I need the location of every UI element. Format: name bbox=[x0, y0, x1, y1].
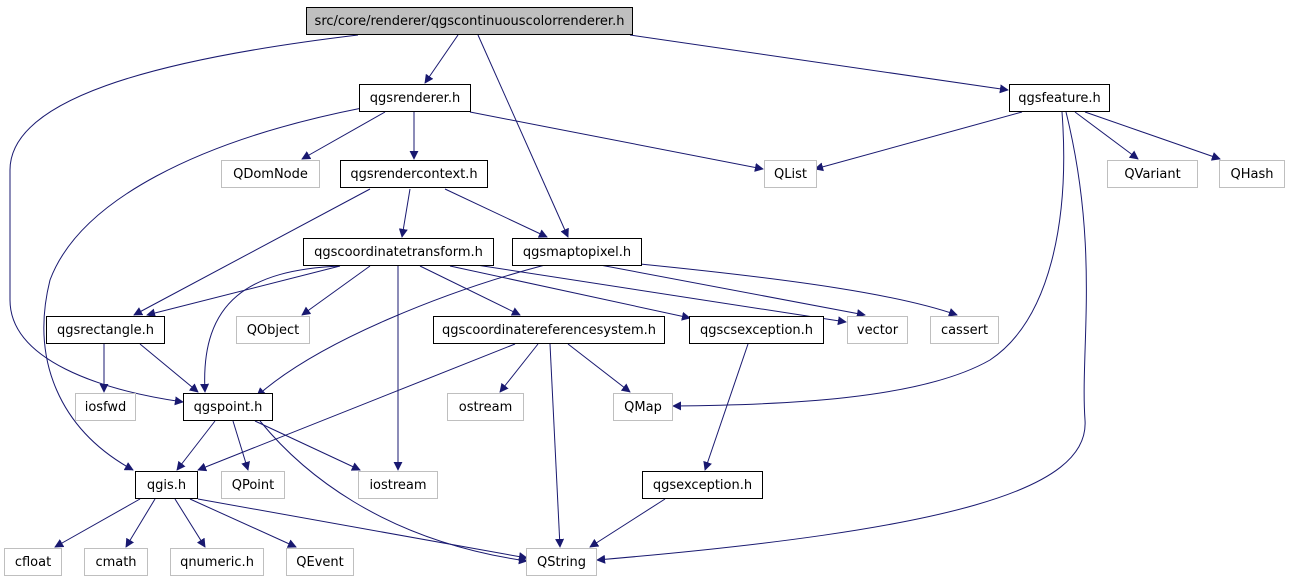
node-qnumeric[interactable]: qnumeric.h bbox=[170, 548, 264, 576]
edge-qgis-qstring bbox=[197, 498, 528, 561]
node-qgsfeature[interactable]: qgsfeature.h bbox=[1009, 84, 1110, 112]
edge-qgsrenderer-qdomnode bbox=[301, 111, 386, 160]
edge-qgsfeature-qmap bbox=[672, 111, 1065, 411]
edge-root-qgsfeature bbox=[629, 34, 1009, 94]
node-qobject[interactable]: QObject bbox=[236, 316, 310, 344]
node-qgis[interactable]: qgis.h bbox=[135, 471, 198, 499]
node-qgscsexception[interactable]: qgscsexception.h bbox=[689, 316, 824, 344]
edge-qgscoordinatetransform-qgspoint bbox=[200, 265, 341, 393]
node-qgsmaptopixel[interactable]: qgsmaptopixel.h bbox=[512, 238, 642, 266]
edge-root-qgspoint bbox=[9, 34, 359, 406]
node-cmath[interactable]: cmath bbox=[84, 548, 148, 576]
edge-qgsmaptopixel-cassert bbox=[639, 263, 958, 317]
node-qdomnode[interactable]: QDomNode bbox=[221, 160, 320, 188]
edge-qgsrectangle-qgspoint bbox=[139, 343, 199, 393]
edge-qgscrs-qgis bbox=[197, 343, 516, 472]
node-iosfwd[interactable]: iosfwd bbox=[75, 393, 136, 421]
edge-qgsrenderer-qgis bbox=[43, 107, 363, 471]
edge-qgis-cmath bbox=[125, 498, 156, 548]
edge-qgscoordinatetransform-vector bbox=[469, 263, 847, 326]
edge-qgis-qevent bbox=[189, 498, 297, 548]
edge-qgscoordinatetransform-qobject bbox=[301, 265, 371, 316]
edge-root-qgsmaptopixel bbox=[477, 34, 569, 238]
edge-qgspoint-qstring bbox=[259, 420, 528, 565]
edge-qgsfeature-qvariant bbox=[1074, 111, 1139, 160]
node-qpoint[interactable]: QPoint bbox=[221, 471, 285, 499]
edge-qgscsexception-qgsexception bbox=[703, 343, 749, 471]
node-qgsexception[interactable]: qgsexception.h bbox=[642, 471, 763, 499]
node-root-header[interactable]: src/core/renderer/qgscontinuouscolorrend… bbox=[306, 7, 633, 35]
edge-qgsrenderer-qlist bbox=[469, 111, 764, 172]
edge-qgsfeature-qhash bbox=[1084, 111, 1221, 161]
node-cassert[interactable]: cassert bbox=[930, 316, 999, 344]
node-qgsrenderer[interactable]: qgsrenderer.h bbox=[359, 84, 471, 112]
edge-qgis-cfloat bbox=[54, 498, 141, 548]
edge-qgscoordinatetransform-qgscoordinatereferencesystem bbox=[419, 265, 521, 316]
node-qgscoordinatetransform[interactable]: qgscoordinatetransform.h bbox=[303, 238, 494, 266]
edge-qgscrs-ostream bbox=[499, 343, 539, 393]
edge-qgspoint-iostream bbox=[254, 420, 361, 471]
node-qgsrectangle[interactable]: qgsrectangle.h bbox=[46, 316, 165, 344]
edge-qgsmaptopixel-vector bbox=[599, 264, 866, 318]
node-vector[interactable]: vector bbox=[847, 316, 908, 344]
node-qvariant[interactable]: QVariant bbox=[1107, 160, 1198, 188]
edge-qgspoint-qpoint bbox=[232, 420, 250, 471]
edge-qgsfeature-qlist bbox=[814, 111, 1023, 172]
edge-qgsexception-qstring bbox=[589, 498, 666, 548]
edge-qgsrendercontext-qgscoordinatetransform bbox=[398, 188, 411, 238]
node-ostream[interactable]: ostream bbox=[447, 393, 524, 421]
edge-qgsrendercontext-qgsrectangle bbox=[133, 188, 371, 316]
edge-qgscrs-qmap bbox=[567, 343, 631, 393]
edge-qgsrendercontext-qgsmaptopixel bbox=[444, 188, 548, 238]
edge-qgsmaptopixel-qgspoint bbox=[256, 264, 546, 397]
node-qevent[interactable]: QEvent bbox=[286, 548, 354, 576]
edge-qgscrs-qstring bbox=[549, 343, 565, 548]
node-qgspoint[interactable]: qgspoint.h bbox=[183, 393, 273, 421]
edge-qgspoint-qgis bbox=[176, 420, 216, 471]
node-qgsrendercontext[interactable]: qgsrendercontext.h bbox=[340, 160, 488, 188]
node-iostream[interactable]: iostream bbox=[358, 471, 438, 499]
edge-qgsfeature-qstring bbox=[596, 111, 1087, 564]
node-qhash[interactable]: QHash bbox=[1219, 160, 1285, 188]
edge-root-qgsrenderer bbox=[424, 34, 459, 84]
edge-qgis-qnumeric bbox=[174, 498, 206, 548]
node-qlist[interactable]: QList bbox=[764, 160, 817, 188]
edge-qgscoordinatetransform-qgscsexception bbox=[449, 265, 691, 321]
node-qgscoordinatereferencesystem[interactable]: qgscoordinatereferencesystem.h bbox=[433, 316, 665, 344]
node-qstring[interactable]: QString bbox=[526, 548, 597, 576]
node-cfloat[interactable]: cfloat bbox=[4, 548, 62, 576]
node-qmap[interactable]: QMap bbox=[613, 393, 673, 421]
